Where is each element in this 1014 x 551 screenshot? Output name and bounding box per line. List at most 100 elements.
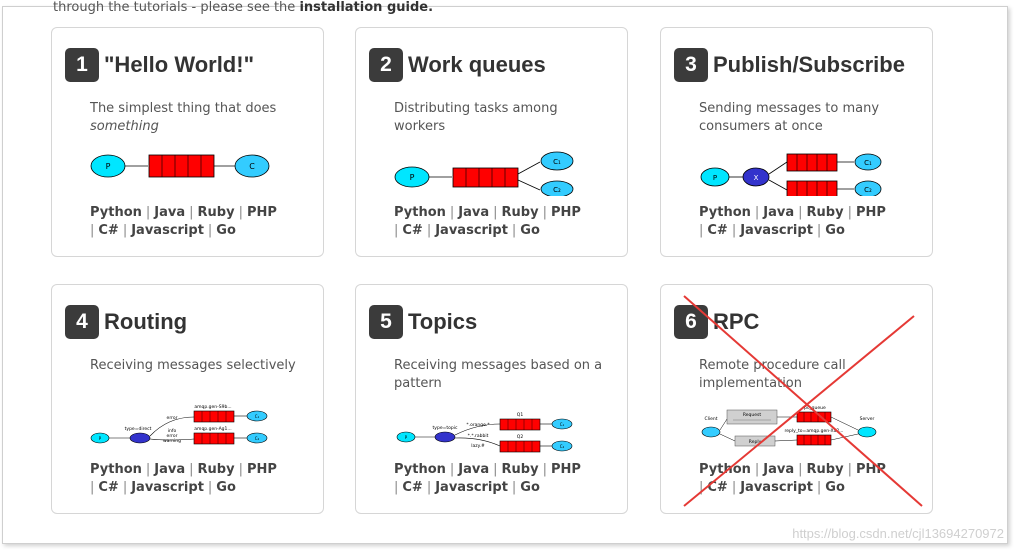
link-php[interactable]: PHP: [550, 462, 581, 477]
link-go[interactable]: Go: [520, 223, 540, 238]
card-title-text[interactable]: Routing: [104, 309, 188, 334]
card-title-text[interactable]: "Hello World!": [104, 52, 255, 77]
card-number: 5: [369, 305, 403, 339]
link-go[interactable]: Go: [520, 480, 540, 495]
route-error-2: error: [167, 433, 178, 439]
tutorial-card-hello-world[interactable]: 1 "Hello World!" The simplest thing that…: [51, 27, 324, 257]
card-title: 3 Publish/Subscribe: [674, 48, 905, 82]
card-title: 4 Routing: [65, 305, 187, 339]
consumer-label: C: [249, 162, 255, 171]
link-csharp[interactable]: C#: [707, 480, 728, 495]
link-go[interactable]: Go: [825, 480, 845, 495]
link-go[interactable]: Go: [216, 480, 236, 495]
language-links: Python|Java|Ruby|PHP|C#|Javascript|Go: [699, 462, 886, 495]
link-ruby[interactable]: Ruby: [806, 462, 844, 477]
link-java[interactable]: Java: [154, 205, 186, 220]
card-title: 2 Work queues: [369, 48, 546, 82]
link-python[interactable]: Python: [699, 205, 751, 220]
intro-text: through the tutorials - please see the i…: [53, 0, 433, 15]
link-ruby[interactable]: Ruby: [197, 205, 235, 220]
link-php[interactable]: PHP: [855, 205, 886, 220]
card-description: Receiving messages based on a pattern: [394, 358, 603, 391]
queue2-name: amqp.gen-Ag1...: [194, 426, 231, 432]
consumer2-label: C₂: [864, 186, 872, 194]
client-label: Client: [704, 416, 717, 422]
consumer1-label: C₁: [864, 159, 872, 167]
link-php[interactable]: PHP: [855, 462, 886, 477]
link-ruby[interactable]: Ruby: [501, 462, 539, 477]
card-number: 6: [674, 305, 708, 339]
tutorial-card-work-queues[interactable]: 2 Work queues Distributing tasks among w…: [355, 27, 628, 257]
link-java[interactable]: Java: [458, 462, 490, 477]
route-error-1: error: [167, 415, 178, 421]
card-description: Sending messages to many consumers at on…: [699, 101, 880, 134]
link-javascript[interactable]: Javascript: [131, 223, 204, 238]
card-title-text[interactable]: RPC: [713, 309, 760, 334]
link-csharp[interactable]: C#: [98, 223, 119, 238]
card-title-text[interactable]: Topics: [408, 309, 478, 334]
link-javascript[interactable]: Javascript: [740, 223, 813, 238]
link-python[interactable]: Python: [394, 462, 446, 477]
binding-lazy: lazy.#: [471, 443, 485, 449]
link-php[interactable]: PHP: [246, 462, 277, 477]
topics-diagram: P type=topic *.orange.* *.*.rabbit lazy.…: [396, 412, 573, 453]
producer-label: P: [410, 173, 415, 182]
rpc-queue-label: rpc_queue: [802, 405, 826, 411]
link-go[interactable]: Go: [825, 223, 845, 238]
link-csharp[interactable]: C#: [402, 480, 423, 495]
link-go[interactable]: Go: [216, 223, 236, 238]
link-php[interactable]: PHP: [246, 205, 277, 220]
consumer2-label: C₂: [255, 436, 260, 441]
language-links: Python|Java|Ruby|PHP|C#|Javascript|Go: [394, 462, 581, 495]
exchange-type-label: type=direct: [125, 426, 152, 432]
language-links: Python|Java|Ruby|PHP|C#|Javascript|Go: [394, 205, 581, 238]
tutorial-card-publish-subscribe[interactable]: 3 Publish/Subscribe Sending messages to …: [660, 27, 933, 257]
exchange-type-label: type=topic: [433, 425, 458, 431]
link-javascript[interactable]: Javascript: [131, 480, 204, 495]
card-number: 4: [65, 305, 99, 339]
link-python[interactable]: Python: [90, 462, 142, 477]
link-ruby[interactable]: Ruby: [806, 205, 844, 220]
consumer1-label: C₁: [255, 414, 260, 419]
card-title: 1 "Hello World!": [65, 48, 254, 82]
link-csharp[interactable]: C#: [98, 480, 119, 495]
link-java[interactable]: Java: [763, 462, 795, 477]
binding-orange: *.orange.*: [466, 422, 490, 428]
tutorial-card-routing[interactable]: 4 Routing Receiving messages selectively…: [51, 284, 324, 514]
link-ruby[interactable]: Ruby: [197, 462, 235, 477]
routing-diagram: P type=direct error info error warning a…: [90, 404, 268, 445]
card-title: 5 Topics: [369, 305, 477, 339]
card-description: Distributing tasks among workers: [394, 101, 558, 134]
queue2-name: Q2: [517, 434, 524, 440]
consumer2-label: C₂: [560, 444, 565, 449]
language-links: Python|Java|Ruby|PHP|C#|Javascript|Go: [90, 205, 277, 238]
queue1-name: amqp.gen-S9b...: [194, 404, 231, 410]
producer-label: P: [405, 435, 408, 440]
publish-subscribe-diagram: P X C₁ C₂: [700, 153, 882, 196]
link-javascript[interactable]: Javascript: [435, 223, 508, 238]
card-title-text[interactable]: Publish/Subscribe: [713, 52, 905, 77]
link-java[interactable]: Java: [763, 205, 795, 220]
watermark: https://blog.csdn.net/cjl13694270972: [792, 526, 1004, 541]
link-csharp[interactable]: C#: [707, 223, 728, 238]
link-python[interactable]: Python: [90, 205, 142, 220]
rpc-diagram: Client Server rpc_queue reply_to=amqp.ge…: [701, 405, 877, 447]
link-php[interactable]: PHP: [550, 205, 581, 220]
card-title-text[interactable]: Work queues: [408, 52, 546, 77]
installation-guide-link[interactable]: installation guide.: [299, 0, 434, 15]
link-java[interactable]: Java: [154, 462, 186, 477]
link-python[interactable]: Python: [699, 462, 751, 477]
queue1-name: Q1: [517, 412, 524, 418]
link-javascript[interactable]: Javascript: [740, 480, 813, 495]
tutorial-card-rpc[interactable]: 6 RPC Remote procedure call implementati…: [660, 284, 933, 514]
link-python[interactable]: Python: [394, 205, 446, 220]
link-ruby[interactable]: Ruby: [501, 205, 539, 220]
link-csharp[interactable]: C#: [402, 223, 423, 238]
link-javascript[interactable]: Javascript: [435, 480, 508, 495]
tutorial-card-topics[interactable]: 5 Topics Receiving messages based on a p…: [355, 284, 628, 514]
request-label: Request: [743, 412, 762, 418]
server-label: Server: [860, 416, 875, 422]
link-java[interactable]: Java: [458, 205, 490, 220]
producer-label: P: [713, 174, 717, 182]
